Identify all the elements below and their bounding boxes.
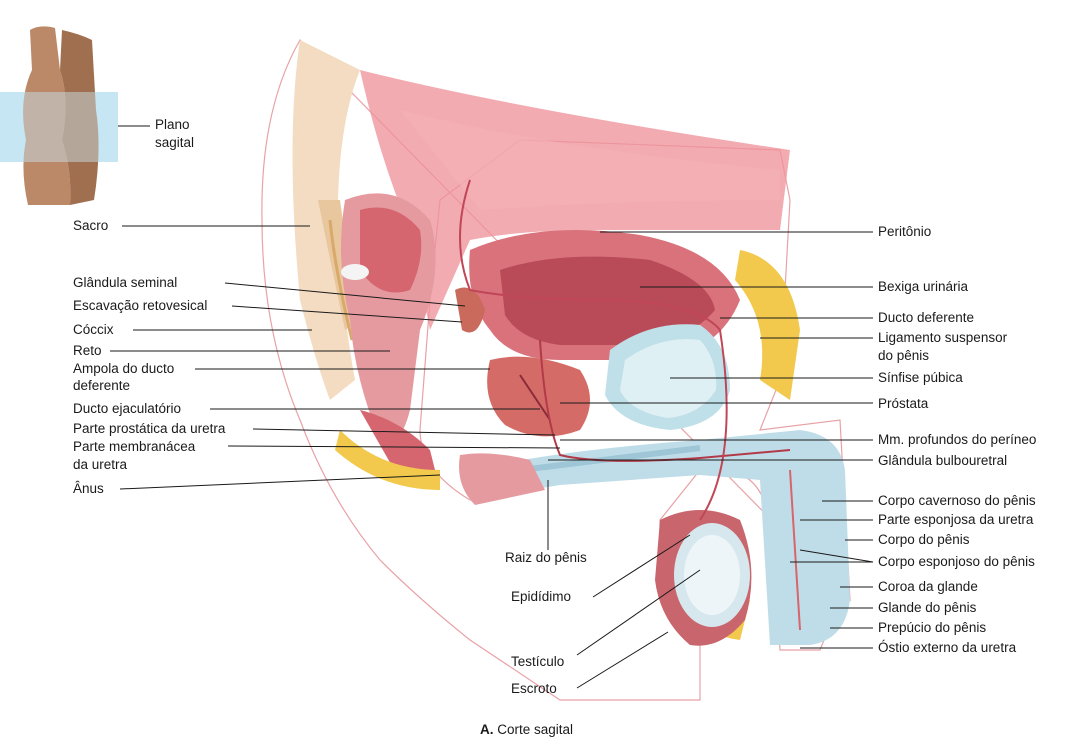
- caption-letter: A.: [480, 722, 494, 737]
- inset-label-plano: Plano: [155, 117, 190, 132]
- scrotum-testis: [655, 510, 752, 646]
- inset-body-figure: [0, 26, 118, 206]
- label-corpo-do-penis: Corpo do pênis: [878, 532, 970, 547]
- label-ducto-ejaculatorio: Ducto ejaculatório: [73, 401, 182, 416]
- label-glande-do-penis: Glande do pênis: [878, 600, 977, 615]
- label-ostio-externo: Óstio externo da uretra: [878, 640, 1017, 655]
- label-sacro: Sacro: [73, 218, 109, 233]
- label-ligamento-2: do pênis: [878, 348, 930, 363]
- label-glandula-bulbouretral: Glândula bulbouretral: [878, 453, 1008, 468]
- ductus-deferens: [459, 179, 728, 521]
- label-bexiga-urinaria: Bexiga urinária: [878, 279, 969, 294]
- label-parte-membranacea-2: da uretra: [73, 457, 128, 472]
- label-escavacao-retovesical: Escavação retovesical: [73, 298, 208, 313]
- label-escroto: Escroto: [511, 681, 557, 696]
- inset-label-sagital: sagital: [155, 135, 195, 150]
- label-ducto-deferente: Ducto deferente: [878, 310, 975, 325]
- label-anus: Ânus: [73, 481, 104, 496]
- label-ligamento-1: Ligamento suspensor: [878, 330, 1008, 345]
- label-reto: Reto: [73, 343, 102, 358]
- label-corpo-cavernoso: Corpo cavernoso do pênis: [878, 493, 1036, 508]
- label-corpo-esponjoso: Corpo esponjoso do pênis: [878, 554, 1035, 569]
- label-glandula-seminal: Glândula seminal: [73, 275, 178, 290]
- label-peritonio: Peritônio: [878, 224, 932, 239]
- rectum: [341, 193, 440, 490]
- figure-caption: A. Corte sagital: [480, 722, 573, 737]
- label-epididimo: Epidídimo: [511, 589, 572, 604]
- label-parte-prostatica: Parte prostática da uretra: [73, 421, 226, 436]
- label-coccix: Cóccix: [73, 322, 114, 337]
- label-coroa-da-glande: Coroa da glande: [878, 579, 978, 594]
- label-parte-esponjosa: Parte esponjosa da uretra: [878, 512, 1034, 527]
- label-mm-profundos: Mm. profundos do períneo: [878, 432, 1037, 447]
- label-raiz-do-penis: Raiz do pênis: [505, 550, 587, 565]
- label-prepucio: Prepúcio do pênis: [878, 620, 987, 635]
- pubic-symphysis: [605, 324, 730, 430]
- label-sinfise-pubica: Sínfise púbica: [878, 370, 963, 385]
- label-testiculo: Testículo: [511, 654, 565, 669]
- label-ampola-2: deferente: [73, 378, 131, 393]
- prostate: [455, 287, 590, 437]
- body-outline: [261, 39, 851, 701]
- label-parte-membranacea-1: Parte membranácea: [73, 439, 196, 454]
- leader-lines: [110, 125, 874, 689]
- label-prostata: Próstata: [878, 396, 929, 411]
- caption-text: Corte sagital: [497, 722, 574, 737]
- label-ampola-1: Ampola do ducto: [73, 361, 175, 376]
- penis-bulb: [459, 453, 545, 505]
